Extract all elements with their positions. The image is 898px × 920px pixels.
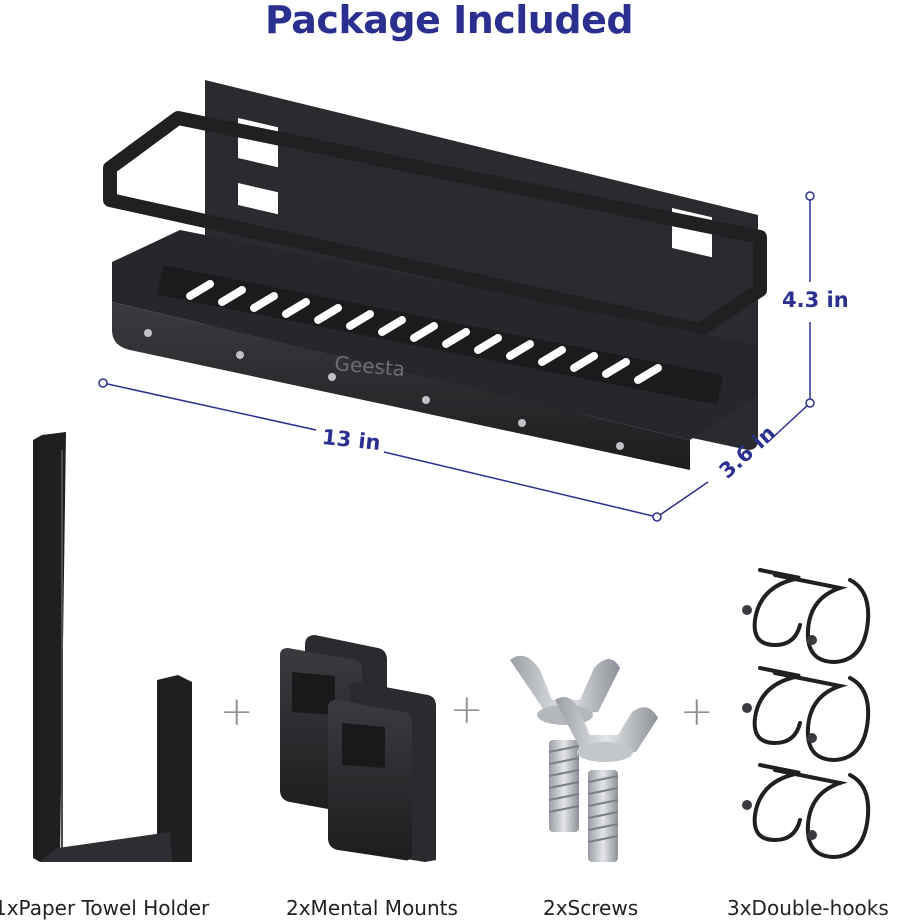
caption-screws: 2xScrews [543,896,639,920]
caption-mounts: 2xMental Mounts [286,896,458,920]
dimension-lines [98,191,815,522]
caption-double-hooks: 3xDouble-hooks [727,896,889,920]
paper-towel-holder-icon [33,432,192,862]
page-title: Package Included [264,0,634,42]
front-holes [144,329,624,450]
shower-caddy-basket: Geesta [103,80,767,470]
plus-separator: + [220,689,254,735]
tray-slots [186,280,662,384]
mount-icon [280,635,436,862]
hook-end-caps [742,605,817,840]
double-hook-icon [752,568,871,860]
plus-separator: + [680,689,714,735]
wing-screw-icon [510,655,658,862]
height-dimension-label: 4.3 in [782,288,849,312]
caption-paper-towel-holder: 1xPaper Towel Holder [0,896,210,920]
plus-separator: + [450,687,484,733]
